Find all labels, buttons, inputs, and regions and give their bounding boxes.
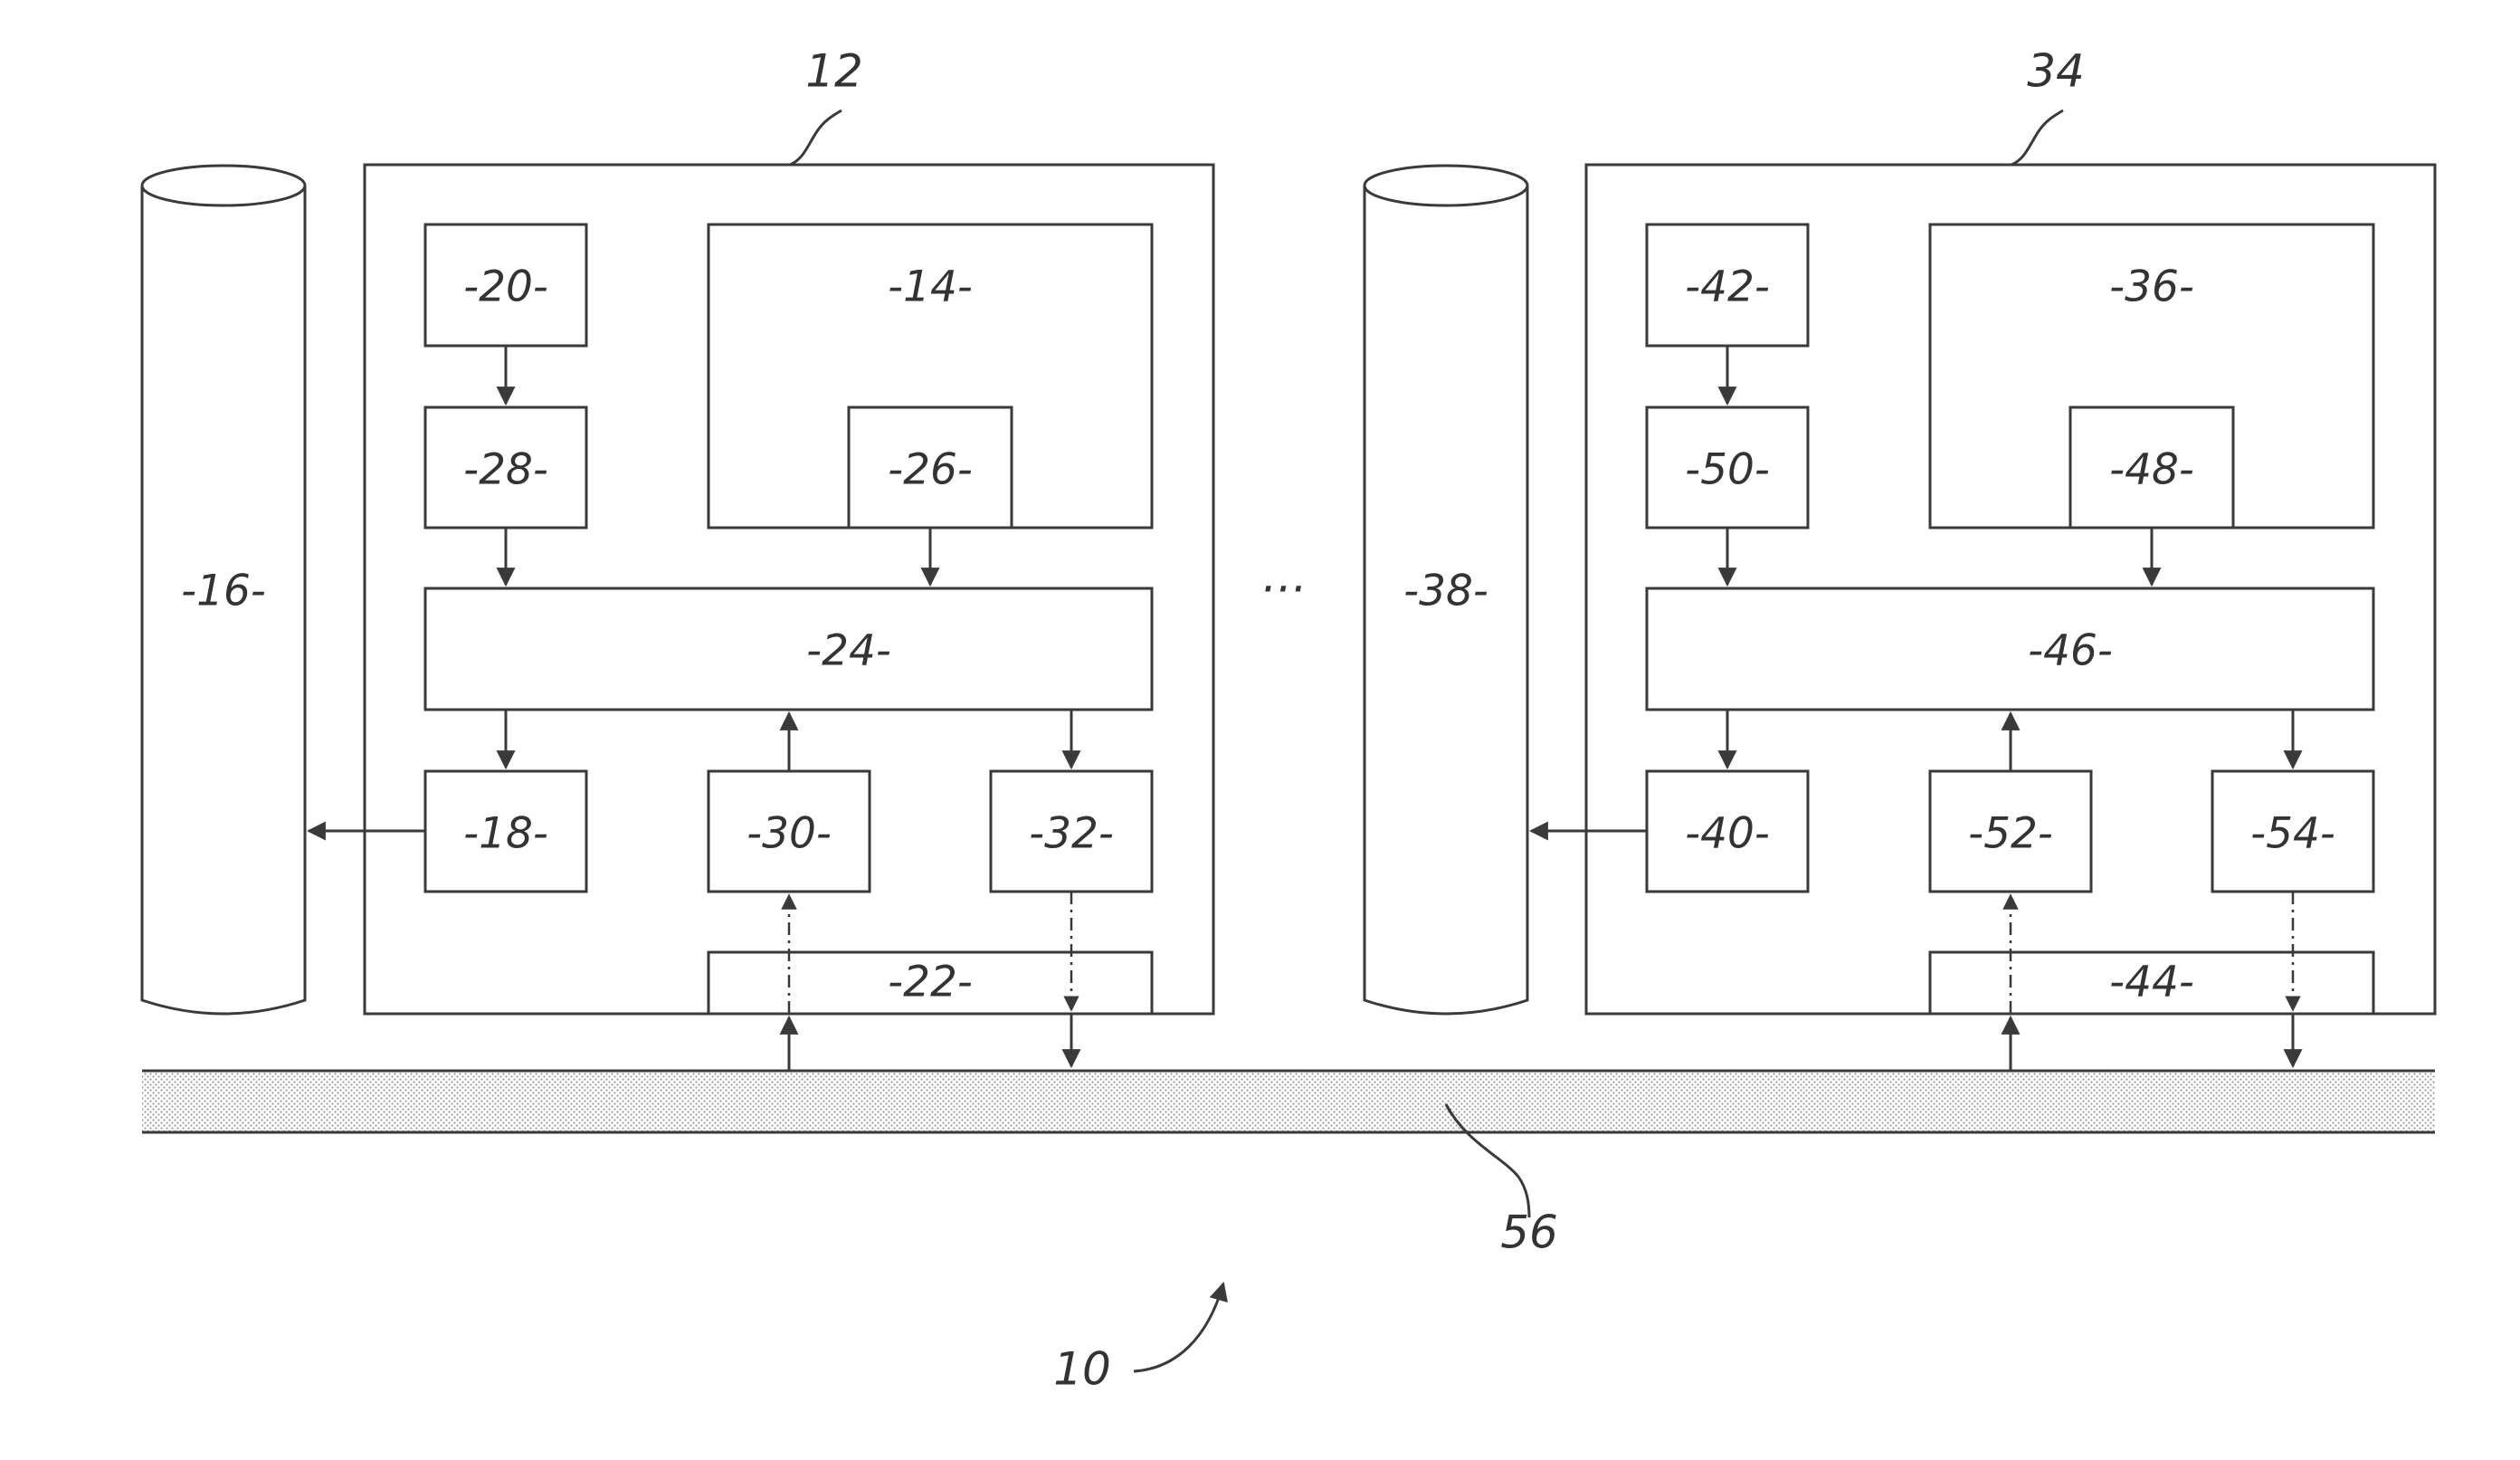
node-12: -16- -20- -28- -14- -26- -24- -18- -30- … <box>142 45 1213 1071</box>
block-48-label: -48- <box>2109 445 2194 495</box>
block-24 <box>425 588 1152 710</box>
block-14-label: -14- <box>888 262 973 312</box>
ref-10-label: 10 <box>1053 1343 1111 1396</box>
block-36-label: -36- <box>2109 262 2194 312</box>
block-30-label: -30- <box>746 809 832 859</box>
ellipsis: … <box>1262 550 1308 603</box>
storage-label: -38- <box>1403 567 1488 616</box>
block-44-label: -44- <box>2109 958 2194 1007</box>
node-34: -38- -42- -50- -36- -48- -46- -40- -52- … <box>1365 45 2435 1071</box>
ref-10-leader <box>1134 1283 1223 1371</box>
block-54-label: -54- <box>2250 809 2335 859</box>
storage-cylinder-38: -38- <box>1365 166 1527 1014</box>
ref-56-label: 56 <box>1500 1207 1558 1259</box>
block-32-label: -32- <box>1029 809 1114 859</box>
storage-cylinder-16: -16- <box>142 166 305 1014</box>
block-20-label: -20- <box>463 262 548 312</box>
ref-12-label: 12 <box>805 45 863 98</box>
block-50-label: -50- <box>1685 445 1770 495</box>
block-46 <box>1647 588 2373 710</box>
ref-34-leader <box>2011 110 2063 165</box>
block-28-label: -28- <box>463 445 548 495</box>
ref-10: 10 <box>1053 1283 1223 1396</box>
storage-label: -16- <box>181 567 266 616</box>
block-42-label: -42- <box>1685 262 1770 312</box>
ref-12-leader <box>790 110 842 165</box>
block-18-label: -18- <box>463 809 548 859</box>
bus-56: 56 <box>142 1071 2435 1259</box>
block-46-label: -46- <box>2028 626 2113 676</box>
ref-34-label: 34 <box>2027 45 2085 98</box>
block-24-label: -24- <box>806 626 891 676</box>
block-40-label: -40- <box>1685 809 1770 859</box>
block-22-label: -22- <box>888 958 973 1007</box>
block-52-label: -52- <box>1968 809 2053 859</box>
block-26-label: -26- <box>888 445 973 495</box>
